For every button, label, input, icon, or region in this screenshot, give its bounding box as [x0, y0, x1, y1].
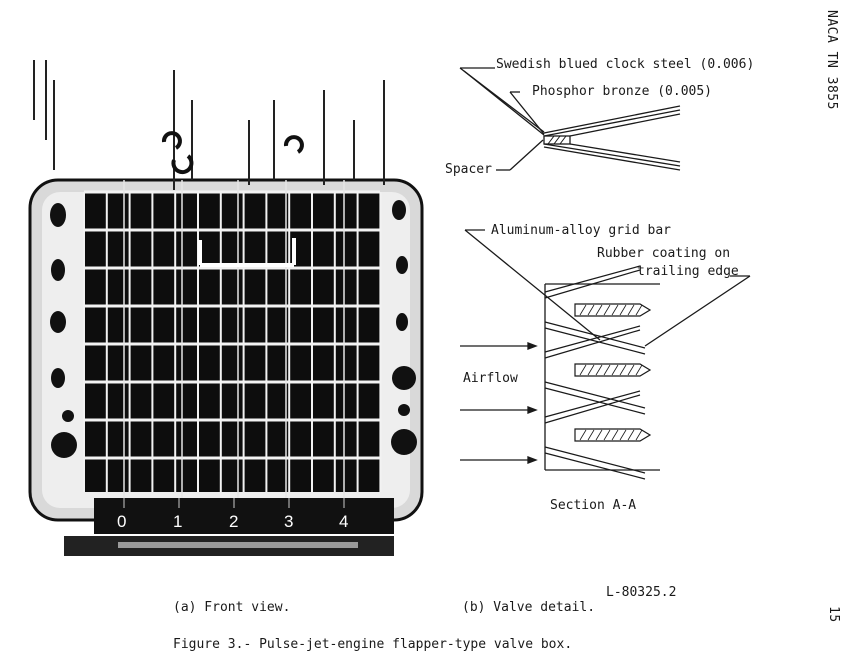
hatch-line	[627, 364, 635, 376]
valve-detail-drawing	[459, 67, 751, 480]
hatch-line	[619, 429, 627, 441]
scale-label-4: 4	[339, 512, 349, 531]
hatch-line	[635, 304, 643, 316]
flapper-upper	[544, 390, 641, 424]
hatch-line	[587, 304, 595, 316]
front-view-photo-drawing	[24, 60, 424, 560]
label-rubber-coating-1: Rubber coating on	[597, 246, 731, 261]
hatch-line	[627, 429, 635, 441]
hatch-line	[603, 364, 611, 376]
hatch-line	[579, 429, 587, 441]
hatch-line	[611, 429, 619, 441]
label-clock-steel: Swedish blued clock steel (0.006)	[496, 57, 755, 72]
hatch-line	[587, 364, 595, 376]
hatch-line	[619, 364, 627, 376]
flapper-upper	[544, 265, 641, 299]
hatch-line	[627, 304, 635, 316]
caption-front-view: (a) Front view.	[173, 600, 291, 615]
front-view-photo	[24, 60, 424, 560]
hatch-line	[635, 364, 643, 376]
label-phosphor-bronze: Phosphor bronze (0.005)	[532, 84, 713, 99]
label-rubber-coating-2: trailing edge	[637, 264, 739, 279]
flapper-lower	[544, 381, 646, 415]
figure-caption: Figure 3.- Pulse-jet-engine flapper-type…	[173, 637, 573, 652]
grid-bar-section	[574, 363, 652, 377]
hatch-line	[603, 429, 611, 441]
scale-label-1: 1	[173, 512, 183, 531]
caption-valve-detail: (b) Valve detail.	[462, 600, 596, 615]
hatch-line	[579, 364, 587, 376]
grid-bar-section	[574, 303, 652, 317]
hatch-line	[635, 429, 643, 441]
label-airflow: Airflow	[463, 371, 518, 386]
hatch-line	[595, 304, 603, 316]
hatch-line	[619, 304, 627, 316]
photo-id: L-80325.2	[606, 585, 677, 600]
hatch-line	[603, 304, 611, 316]
valve-detail-diagram	[440, 40, 800, 480]
hatch-line	[579, 304, 587, 316]
grid-bar-section	[574, 428, 652, 442]
hatch-line	[587, 429, 595, 441]
scale-label-0: 0	[117, 512, 127, 531]
hatch-line	[595, 364, 603, 376]
report-id: NACA TN 3855	[824, 10, 839, 110]
scale-label-2: 2	[229, 512, 239, 531]
scale-label-3: 3	[284, 512, 294, 531]
flapper-upper	[544, 325, 641, 359]
hatch-line	[595, 429, 603, 441]
page-number: 15	[826, 606, 841, 623]
label-grid-bar: Aluminum-alloy grid bar	[491, 223, 672, 238]
hatch-line	[611, 304, 619, 316]
hatch-line	[611, 364, 619, 376]
label-section: Section A-A	[550, 498, 637, 513]
flapper-lower	[544, 446, 646, 480]
flapper-lower	[544, 321, 646, 355]
label-spacer: Spacer	[445, 162, 492, 177]
